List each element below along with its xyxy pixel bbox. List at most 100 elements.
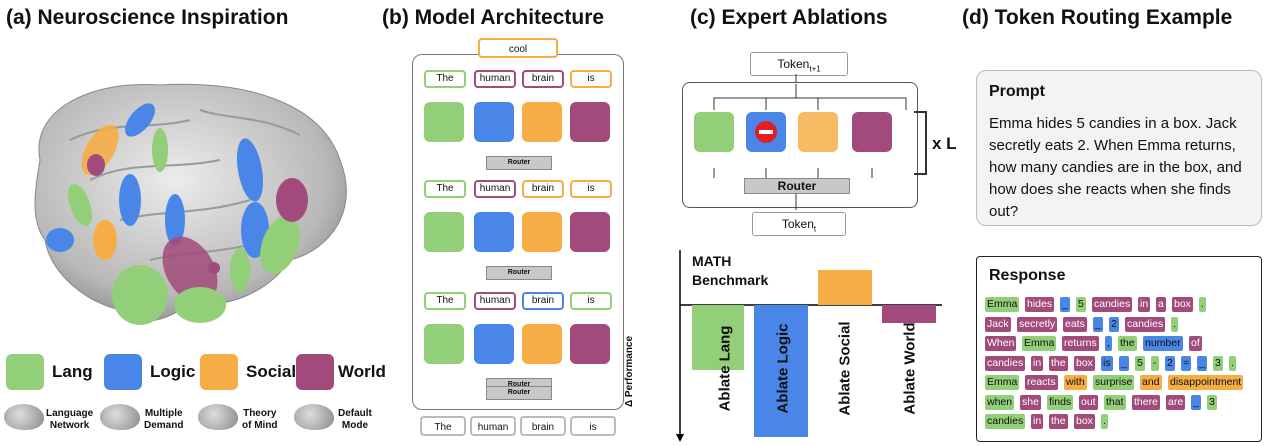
panel-b-title: (b) Model Architecture (382, 6, 605, 29)
network-md-label: Multiple Demand (144, 408, 184, 431)
layer-token: human (474, 292, 516, 310)
layer-token: is (570, 180, 612, 198)
response-token: out (1079, 394, 1098, 410)
layer-router: Router (486, 156, 552, 170)
response-token: returns (1062, 336, 1099, 351)
response-token: the (1049, 414, 1068, 429)
prompt-heading: Prompt (989, 83, 1045, 100)
response-token: there (1132, 394, 1160, 410)
response-token: _ (1060, 297, 1070, 312)
bar-label-social: Ablate Social (836, 321, 854, 416)
response-token: and (1140, 375, 1162, 390)
response-token: - (1151, 355, 1159, 371)
legend-world-label: World (338, 362, 386, 381)
response-token: candies (1125, 316, 1166, 332)
response-token: Emma (985, 375, 1020, 390)
layer-token: brain (522, 180, 564, 198)
response-token: in (1031, 414, 1044, 429)
response-token: surprise (1093, 375, 1135, 390)
token-next-box: Tokent+1 (750, 52, 848, 76)
response-token: _ (1191, 394, 1201, 410)
bar-label-world: Ablate World (901, 322, 919, 415)
layer-token: human (474, 70, 516, 88)
layer-expert-world (570, 212, 610, 252)
bar-label-lang: Ablate Lang (716, 325, 734, 412)
response-token: reacts (1025, 375, 1058, 390)
layer-token: human (474, 180, 516, 198)
theory-of-mind-brain-icon (198, 404, 238, 430)
expert-world (852, 112, 892, 152)
response-token: she (1020, 394, 1041, 410)
response-token: disappointment (1168, 375, 1244, 390)
response-token: 3 (1207, 394, 1217, 410)
response-token: eats (1063, 316, 1087, 332)
network-tom-label: Theory of Mind (242, 408, 278, 431)
bench-title: MATH Benchmark (692, 253, 769, 288)
layer-token: The (424, 70, 466, 88)
response-token: . (1101, 414, 1108, 429)
response-token: 5 (1076, 297, 1086, 312)
response-token: box (1074, 355, 1095, 371)
bar-label-logic: Ablate Logic (774, 323, 792, 414)
response-token: _ (1197, 355, 1207, 371)
layer-expert-logic (474, 212, 514, 252)
layer-expert-social (522, 324, 562, 364)
response-token: when (985, 394, 1015, 410)
ablation-connectors (713, 74, 927, 210)
expert-social (798, 112, 838, 152)
layer-expert-lang (424, 102, 464, 142)
expert-lang (694, 112, 734, 152)
bar-ablate-social (818, 270, 872, 305)
network-language-label: Language Network (46, 408, 94, 431)
layer-expert-social (522, 212, 562, 252)
output-token: cool (478, 38, 558, 58)
response-token: box (1172, 297, 1193, 312)
panel-c-title: (c) Expert Ablations (690, 6, 888, 29)
prompt-text: Emma hides 5 candies in a box. Jack secr… (989, 115, 1242, 220)
layer-expert-world (570, 324, 610, 364)
legend-logic-swatch (104, 354, 142, 390)
response-token: candies (985, 355, 1026, 371)
response-token: 5 (1135, 355, 1145, 371)
response-token: are (1166, 394, 1186, 410)
multiple-demand-brain-icon (100, 404, 140, 430)
legend-world-swatch (296, 354, 334, 390)
response-token: the (1118, 336, 1137, 351)
expert-logic-ablated (746, 112, 786, 152)
response-token: Emma (985, 297, 1020, 312)
token-in-box: Tokent (752, 212, 846, 236)
default-mode-brain-icon (294, 404, 334, 430)
bar-ablate-logic (754, 305, 808, 437)
ablation-module-frame (682, 82, 918, 208)
layer-router: Router (486, 266, 552, 280)
input-token-1: The (420, 416, 466, 436)
response-token: secretly (1017, 316, 1058, 332)
input-token-2: human (470, 416, 516, 436)
layer-expert-lang (424, 324, 464, 364)
layer-expert-logic (474, 102, 514, 142)
response-token: is (1101, 355, 1113, 371)
response-token: in (1031, 355, 1044, 371)
layer-expert-social (522, 102, 562, 142)
response-token: . (1199, 297, 1206, 312)
bar-ablate-world (882, 305, 936, 323)
response-token: with (1064, 375, 1087, 390)
layer-token: brain (522, 70, 564, 88)
response-token: Emma (1022, 336, 1057, 351)
response-token: the (1049, 355, 1068, 371)
response-token: candies (985, 414, 1026, 429)
response-token: hides (1025, 297, 1055, 312)
response-token: of (1189, 336, 1202, 351)
language-network-brain-icon (4, 404, 44, 430)
layer-token: is (570, 292, 612, 310)
response-token: . (1229, 355, 1236, 371)
brain-illustration (34, 83, 347, 325)
layer-expert-lang (424, 212, 464, 252)
response-token: number (1143, 336, 1183, 351)
bar-ablate-lang (692, 305, 744, 370)
response-heading: Response (989, 267, 1066, 284)
prompt-box: Prompt Emma hides 5 candies in a box. Ja… (976, 70, 1262, 226)
layers-label: x L (932, 134, 957, 153)
layer-token: brain (522, 292, 564, 310)
